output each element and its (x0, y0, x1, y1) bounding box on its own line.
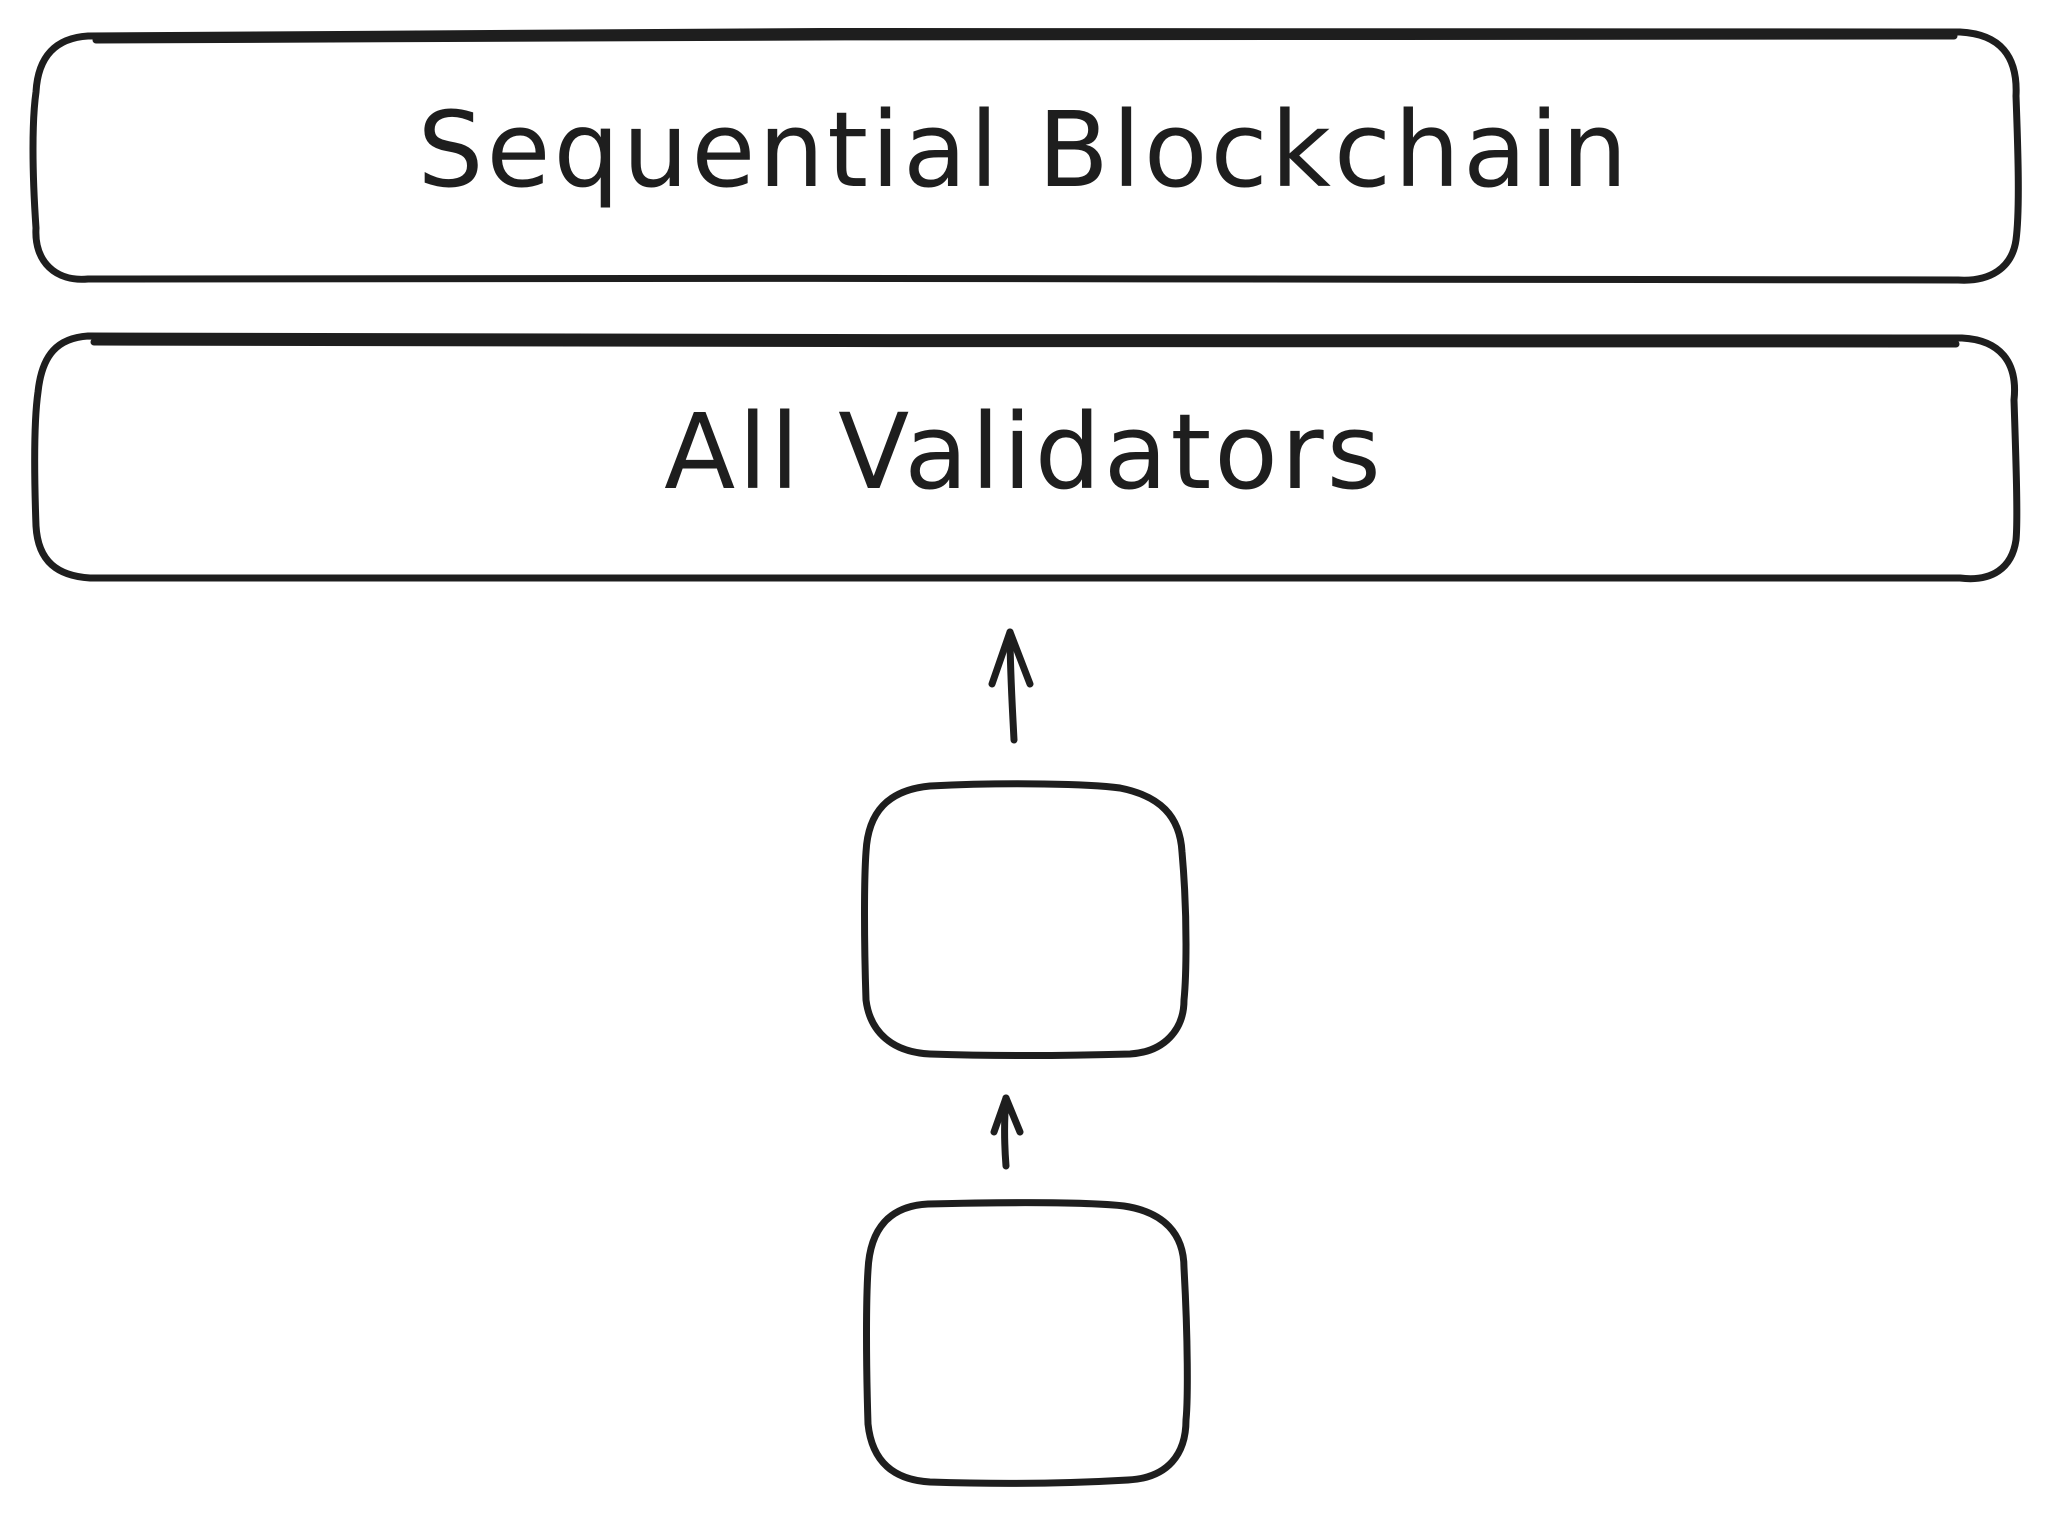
sequential-blockchain-box-overstroke (92, 32, 1958, 44)
all-validators-label: All Validators (664, 391, 1384, 513)
all-validators-box-overstroke (90, 338, 1960, 348)
all-validators-box (31, 332, 2021, 583)
sequential-blockchain-box (29, 27, 2022, 284)
bottom-block-node (863, 1199, 1191, 1487)
sequential-blockchain-label: Sequential Blockchain (417, 89, 1630, 211)
arrow-bottom-to-middle (990, 1094, 1024, 1170)
sequential-blockchain-node: Sequential Blockchain (29, 27, 2022, 284)
bottom-block-box (863, 1199, 1191, 1487)
middle-block-box (861, 780, 1190, 1059)
arrow-middle-to-validators (988, 628, 1034, 744)
arrow-middle-to-validators-shaft (1006, 628, 1018, 744)
arrow-middle-to-validators-head (988, 628, 1034, 688)
middle-block-node (861, 780, 1190, 1059)
all-validators-node: All Validators (31, 332, 2021, 583)
arrow-bottom-to-middle-head (990, 1094, 1024, 1136)
